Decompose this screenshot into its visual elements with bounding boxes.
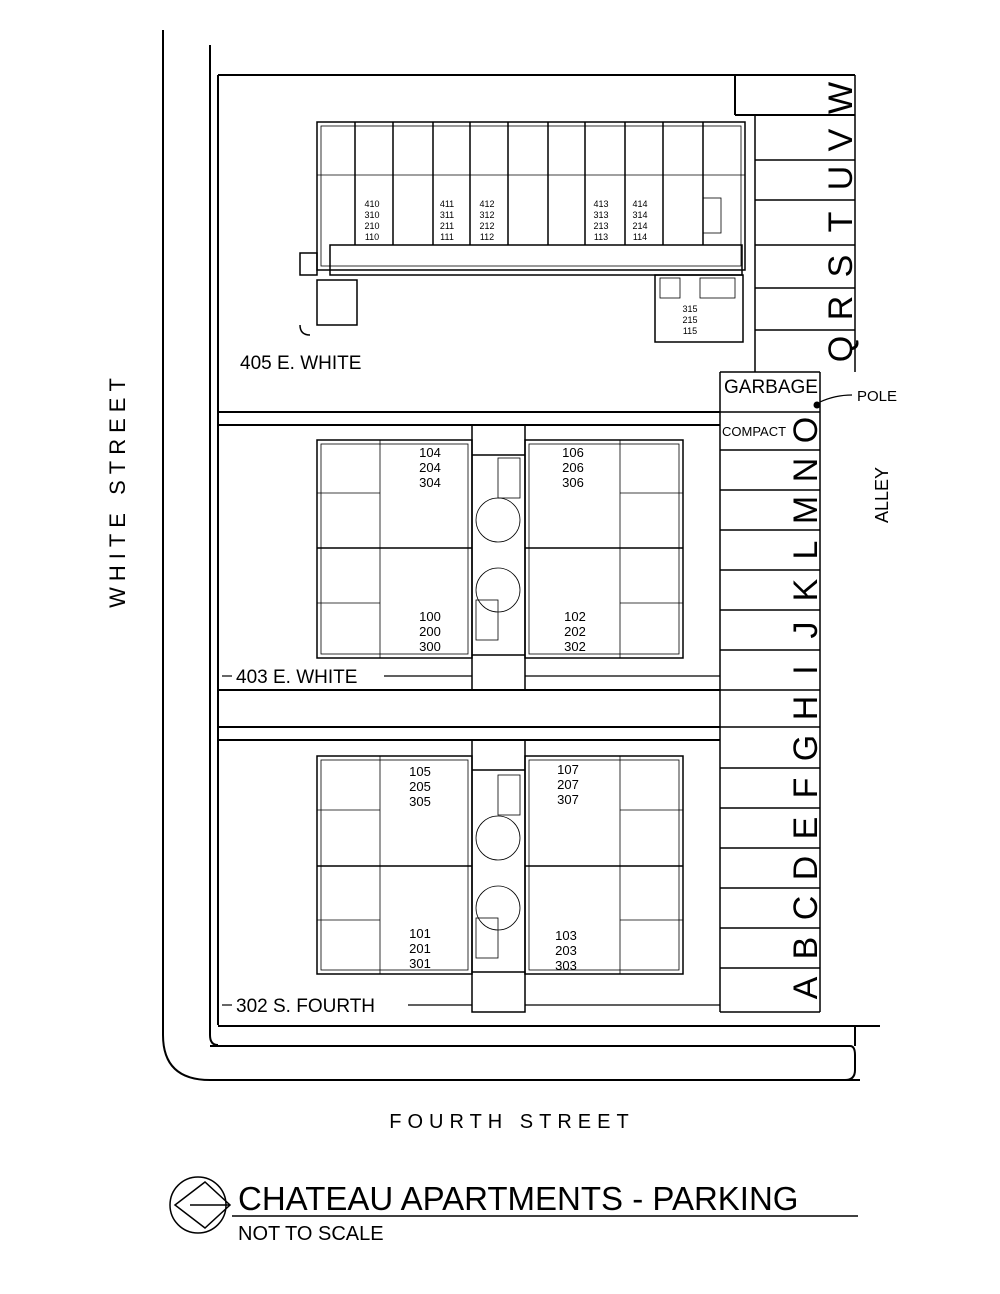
b405-unit-stacks: 410 310 210 110 411 311 211 111 412 312 … <box>364 199 697 336</box>
unit-label: 102 <box>564 609 586 624</box>
parking-space-r: R <box>822 296 860 321</box>
unit-label: 302 <box>564 639 586 654</box>
parking-space-f: F <box>787 778 825 799</box>
unit-label: 203 <box>555 943 577 958</box>
parking-space-m: M <box>787 496 825 524</box>
parking-space-c: C <box>787 896 825 921</box>
parking-space-u: U <box>822 166 860 191</box>
unit-label: 201 <box>409 941 431 956</box>
building-405 <box>299 121 746 343</box>
unit-label: 205 <box>409 779 431 794</box>
unit-label: 307 <box>557 792 579 807</box>
unit-label: 213 <box>593 221 608 231</box>
unit-label: 101 <box>409 926 431 941</box>
unit-label: 315 <box>682 304 697 314</box>
garbage-label: GARBAGE <box>724 377 818 398</box>
unit-label: 104 <box>419 445 441 460</box>
unit-label: 211 <box>440 221 454 231</box>
compact-label: COMPACT <box>722 424 786 439</box>
pole-marker <box>813 401 821 409</box>
unit-label: 411 <box>440 199 454 209</box>
white-street-label: WHITE STREET <box>105 372 130 608</box>
unit-label: 113 <box>594 232 608 242</box>
unit-label: 312 <box>479 210 494 220</box>
parking-space-d: D <box>787 856 825 881</box>
parking-space-a: A <box>787 976 825 999</box>
parking-space-j: J <box>787 622 825 639</box>
parking-space-h: H <box>787 696 825 721</box>
unit-label: 105 <box>409 764 431 779</box>
b302-unit-stacks: 105 205 305 107 207 307 101 201 301 103 … <box>409 762 579 973</box>
parking-strip <box>719 75 856 1013</box>
unit-label: 112 <box>480 232 494 242</box>
unit-label: 313 <box>593 210 608 220</box>
building-302 <box>316 739 684 1013</box>
unit-label: 202 <box>564 624 586 639</box>
unit-label: 107 <box>557 762 579 777</box>
unit-label: 114 <box>633 232 647 242</box>
unit-label: 300 <box>419 639 441 654</box>
unit-label: 215 <box>682 315 697 325</box>
parking-space-v: V <box>822 128 860 151</box>
unit-label: 305 <box>409 794 431 809</box>
address-302: 302 S. FOURTH <box>236 996 375 1017</box>
unit-label: 412 <box>479 199 494 209</box>
unit-label: 210 <box>364 221 379 231</box>
unit-label: 200 <box>419 624 441 639</box>
b403-unit-stacks: 104 204 304 106 206 306 100 200 300 102 … <box>419 445 586 654</box>
unit-label: 214 <box>632 221 647 231</box>
parking-space-w: W <box>822 82 860 114</box>
plan-title: CHATEAU APARTMENTS - PARKING <box>238 1180 798 1217</box>
unit-label: 206 <box>562 460 584 475</box>
parking-space-n: N <box>787 458 825 483</box>
parking-space-o: O <box>787 417 825 443</box>
unit-label: 103 <box>555 928 577 943</box>
parking-space-i: I <box>787 665 825 674</box>
alley-label: ALLEY <box>872 467 892 523</box>
address-403: 403 E. WHITE <box>236 667 357 688</box>
plan-subtitle: NOT TO SCALE <box>238 1223 384 1245</box>
unit-label: 410 <box>364 199 379 209</box>
unit-label: 115 <box>683 326 697 336</box>
unit-label: 111 <box>440 232 454 242</box>
address-leaders <box>222 675 720 1006</box>
unit-label: 414 <box>632 199 647 209</box>
parking-space-l: L <box>787 541 825 560</box>
unit-label: 212 <box>479 221 494 231</box>
parking-space-k: K <box>787 578 825 601</box>
north-arrow-icon <box>169 1176 232 1234</box>
unit-label: 110 <box>365 232 379 242</box>
unit-label: 100 <box>419 609 441 624</box>
unit-label: 306 <box>562 475 584 490</box>
pole-label: POLE <box>857 388 897 405</box>
parking-space-b: B <box>787 937 825 960</box>
building-403 <box>316 424 684 691</box>
unit-label: 314 <box>632 210 647 220</box>
parking-space-g: G <box>787 735 825 761</box>
parking-space-t: T <box>822 212 860 233</box>
unit-label: 106 <box>562 445 584 460</box>
parking-space-q: Q <box>822 336 860 362</box>
unit-label: 311 <box>440 210 454 220</box>
unit-label: 413 <box>593 199 608 209</box>
street-lines <box>162 30 880 1081</box>
unit-label: 204 <box>419 460 441 475</box>
unit-label: 301 <box>409 956 431 971</box>
unit-label: 207 <box>557 777 579 792</box>
parking-space-e: E <box>787 817 825 840</box>
unit-label: 310 <box>364 210 379 220</box>
pole-leader <box>819 394 853 403</box>
fourth-street-label: FOURTH STREET <box>389 1111 634 1133</box>
parking-space-letters: W V U T S R Q O N M L K J I H G F E D C … <box>787 82 860 999</box>
unit-label: 303 <box>555 958 577 973</box>
unit-label: 304 <box>419 475 441 490</box>
parking-space-s: S <box>822 255 860 278</box>
address-405: 405 E. WHITE <box>240 353 361 374</box>
